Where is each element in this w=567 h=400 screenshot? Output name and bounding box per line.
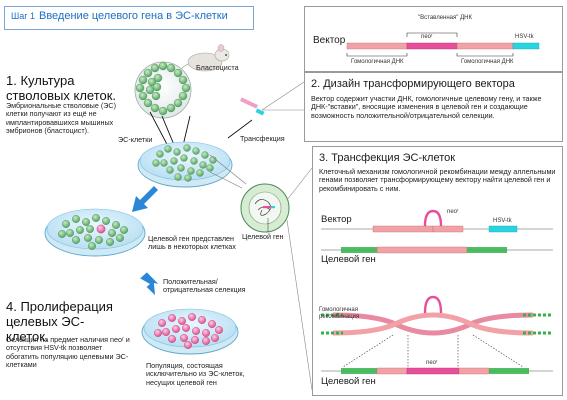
section2-panel: 2. Дизайн трансформирующего вектора Вект… xyxy=(304,72,563,142)
section2-heading: 2. Дизайн трансформирующего вектора xyxy=(311,78,515,90)
population-note: Популяция, состоящая исключительно из ЭС… xyxy=(146,361,245,387)
homologous-dna-right-label: Гомологичная ДНК xyxy=(461,59,514,65)
target-gene-1-label: Целевой ген xyxy=(321,254,376,265)
recomb-hsv-label: HSV-tk xyxy=(493,218,512,224)
dish-all-target-cells xyxy=(141,308,239,355)
es-cells-label: ЭС-клетки xyxy=(118,135,153,144)
target-gene-label: Целевой ген xyxy=(242,232,284,241)
section2-body: Вектор содержит участки ДНК, гомологичны… xyxy=(311,94,542,120)
recombination-diagram xyxy=(321,209,553,375)
recomb-neo-label: neoʳ xyxy=(447,209,459,215)
present-note: Целевой ген представлен лишь в некоторых… xyxy=(148,234,236,252)
step-label: Шаг 1 xyxy=(11,11,36,21)
bottom-neo-label: neoʳ xyxy=(426,360,438,366)
blastocyst-label: Бластоциста xyxy=(196,63,239,72)
inserted-dna-label: "Вставленная" ДНК xyxy=(418,15,472,21)
section3-panel: 3. Трансфекция ЭС-клеток Клеточный механ… xyxy=(312,146,563,396)
section1-heading: 1. Культура стволовых клеток. xyxy=(6,73,117,103)
es-cell-dish xyxy=(137,141,233,188)
homologous-recomb-label: Гомологичная рекомбинация xyxy=(319,307,360,320)
section4-heading: 4. Пролиферация целевых ЭС-клеток. xyxy=(6,299,113,344)
section4-body: Селекция на предмет наличия neoʳ и отсут… xyxy=(6,335,130,369)
selection-note: Положительная/отрицательная селекция xyxy=(163,277,246,295)
dish-with-target-cells xyxy=(44,208,146,257)
blastocyst-illustration xyxy=(134,61,192,119)
section3-heading: 3. Трансфекция ЭС-клеток xyxy=(319,152,456,164)
target-gene-zoom-circle xyxy=(209,154,290,233)
homologous-dna-left-label: Гомологичная ДНК xyxy=(351,59,404,65)
hsv-tk-label: HSV-tk xyxy=(515,34,534,40)
arrow-down-left-icon xyxy=(132,186,158,212)
page-title: Введение целевого гена в ЭС-клетки xyxy=(39,10,228,22)
transfection-vector-icon xyxy=(227,97,265,139)
section1-body: Эмбриональные стволовые (ЭС) клетки полу… xyxy=(6,101,116,135)
recomb-vector-label: Вектор xyxy=(321,214,352,225)
neo-label: neoʳ xyxy=(421,34,433,40)
title-box: Шаг 1 Введение целевого гена в ЭС-клетки xyxy=(4,6,254,30)
section3-body: Клеточный механизм гомологичной рекомбин… xyxy=(319,167,556,193)
arrow-down-icon xyxy=(140,272,159,296)
transfection-label: Трансфекция xyxy=(240,134,285,143)
vector-diagram-panel: Вектор neoʳ "Вставленная" ДНК HSV-tk Гом… xyxy=(304,6,563,72)
vector-diagram-svg xyxy=(346,32,540,57)
vector-label: Вектор xyxy=(313,35,346,46)
target-gene-2-label: Целевой ген xyxy=(321,376,376,387)
